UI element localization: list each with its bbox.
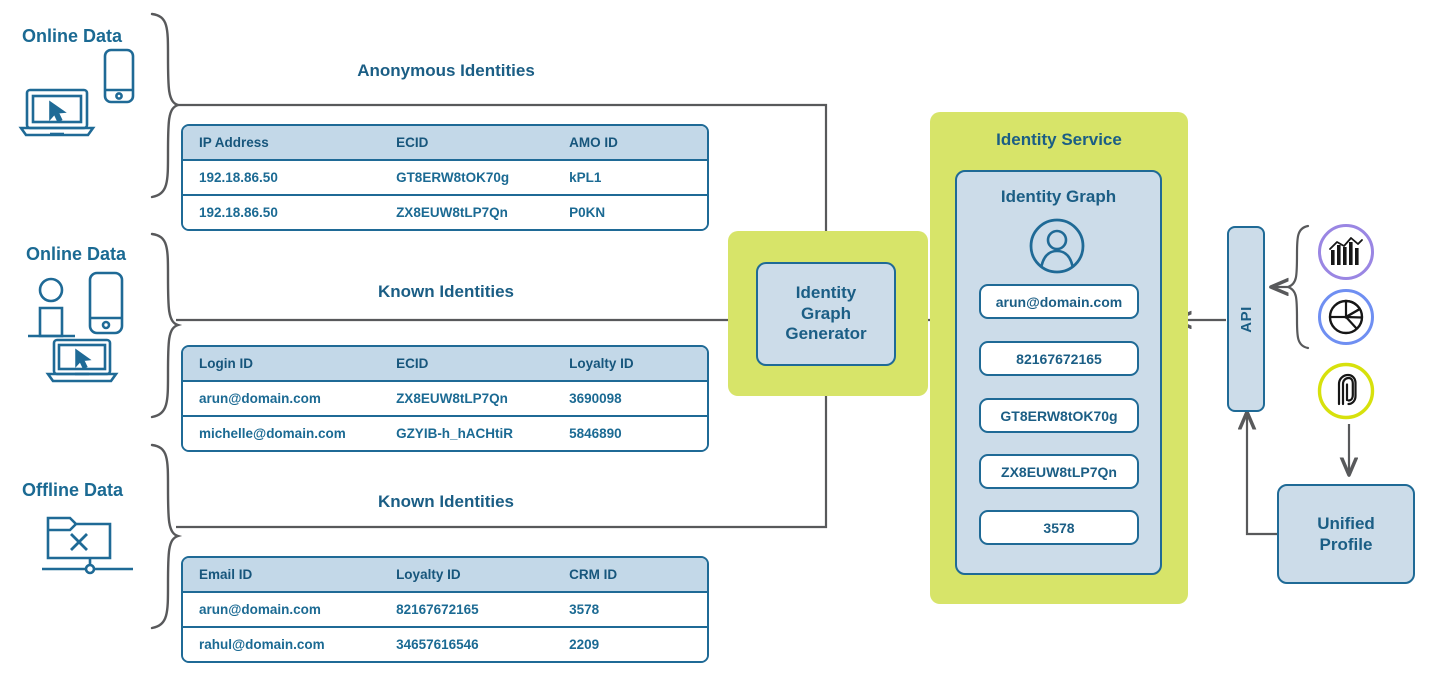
table-cell: 3690098: [553, 381, 707, 417]
flow-title-anonymous-identities: Anonymous Identities: [357, 61, 535, 80]
source-icons-group-1: [18, 48, 140, 138]
generator-line-1: Identity: [795, 282, 857, 302]
identity-pill-label: GT8ERW8tOK70g: [1000, 407, 1118, 424]
table-cell: GT8ERW8tOK70g: [380, 160, 554, 196]
identity-graph-generator-box[interactable]: Identity Graph Generator: [756, 262, 896, 366]
table-cell: 192.18.86.50: [183, 195, 381, 229]
identity-graph-title: Identity Graph: [1000, 187, 1117, 206]
known-identities-online-table[interactable]: Login ID ECID Loyalty ID arun@domain.com…: [181, 345, 709, 452]
table-cell: ZX8EUW8tLP7Qn: [380, 195, 554, 229]
identity-pill-label: arun@domain.com: [995, 293, 1123, 310]
table-header-row: IP Address ECID AMO ID: [183, 126, 707, 161]
api-label: API: [1237, 305, 1255, 333]
table-row[interactable]: michelle@domain.com GZYIB-h_hACHtiR 5846…: [183, 416, 707, 450]
identity-pill[interactable]: 82167672165: [979, 341, 1139, 376]
identity-service-title: Identity Service: [996, 130, 1122, 149]
offline-folder-icon: [42, 516, 133, 575]
identity-pill-label: 82167672165: [1016, 350, 1102, 367]
table-cell: arun@domain.com: [183, 592, 381, 628]
source-icons-group-2: [20, 268, 145, 388]
unified-profile-label: Unified Profile: [1317, 513, 1375, 556]
table-header-row: Email ID Loyalty ID CRM ID: [183, 558, 707, 593]
identity-pill-label: ZX8EUW8tLP7Qn: [1001, 463, 1117, 480]
pie-chart-icon[interactable]: [1317, 288, 1375, 346]
person-icon: [28, 277, 75, 338]
table-cell: arun@domain.com: [183, 381, 381, 417]
table-cell: rahul@domain.com: [183, 627, 381, 661]
flow-title-known-identities-online: Known Identities: [378, 282, 514, 301]
analytics-bar-chart-icon[interactable]: [1317, 223, 1375, 281]
anonymous-identities-table[interactable]: IP Address ECID AMO ID 192.18.86.50 GT8E…: [181, 124, 709, 231]
column-header: Loyalty ID: [380, 558, 554, 593]
source-icons-group-3: [42, 508, 135, 593]
target-audience-icon[interactable]: [1317, 362, 1375, 420]
unified-profile-line-1: Unified: [1317, 513, 1375, 533]
table-row[interactable]: 192.18.86.50 ZX8EUW8tLP7Qn P0KN: [183, 195, 707, 229]
table-cell: 5846890: [553, 416, 707, 450]
brace-group-2: [150, 232, 183, 419]
column-header: Email ID: [183, 558, 381, 593]
column-header: Loyalty ID: [553, 347, 707, 382]
source-label-online-data-1: Online Data: [22, 26, 123, 46]
brace-group-3: [150, 443, 183, 630]
table-row[interactable]: arun@domain.com 82167672165 3578: [183, 592, 707, 628]
unified-profile-box[interactable]: Unified Profile: [1277, 484, 1415, 584]
table-row[interactable]: 192.18.86.50 GT8ERW8tOK70g kPL1: [183, 160, 707, 196]
identity-pill[interactable]: 3578: [979, 510, 1139, 545]
table-header-row: Login ID ECID Loyalty ID: [183, 347, 707, 382]
table-cell: P0KN: [553, 195, 707, 229]
source-label-offline-data: Offline Data: [22, 480, 124, 500]
column-header: CRM ID: [553, 558, 707, 593]
source-label-online-data-2: Online Data: [26, 244, 127, 264]
table-cell: kPL1: [553, 160, 707, 196]
identity-pill[interactable]: GT8ERW8tOK70g: [979, 398, 1139, 433]
table-cell: 2209: [553, 627, 707, 661]
column-header: ECID: [380, 126, 554, 161]
table-cell: 34657616546: [380, 627, 554, 661]
column-header: AMO ID: [553, 126, 707, 161]
known-identities-offline-table[interactable]: Email ID Loyalty ID CRM ID arun@domain.c…: [181, 556, 709, 663]
mobile-phone-icon: [103, 48, 135, 104]
table-cell: 192.18.86.50: [183, 160, 381, 196]
identity-pill[interactable]: ZX8EUW8tLP7Qn: [979, 454, 1139, 489]
table-row[interactable]: arun@domain.com ZX8EUW8tLP7Qn 3690098: [183, 381, 707, 417]
table-row[interactable]: rahul@domain.com 34657616546 2209: [183, 627, 707, 661]
user-avatar-icon: [1028, 217, 1086, 275]
column-header: Login ID: [183, 347, 381, 382]
column-header: ECID: [380, 347, 554, 382]
generator-label: Identity Graph Generator: [785, 283, 866, 345]
generator-line-3: Generator: [785, 324, 867, 344]
identity-pill[interactable]: arun@domain.com: [979, 284, 1139, 319]
flow-title-known-identities-offline: Known Identities: [378, 492, 514, 511]
unified-profile-line-2: Profile: [1319, 535, 1373, 554]
identity-pill-label: 3578: [1043, 519, 1075, 536]
generator-line-2: Graph: [800, 303, 852, 323]
laptop-cursor-icon: [18, 88, 96, 137]
column-header: IP Address: [183, 126, 381, 161]
table-cell: 3578: [553, 592, 707, 628]
api-box[interactable]: API: [1227, 226, 1265, 412]
table-cell: 82167672165: [380, 592, 554, 628]
laptop-cursor-icon: [45, 338, 119, 383]
table-cell: ZX8EUW8tLP7Qn: [380, 381, 554, 417]
table-cell: GZYIB-h_hACHtiR: [380, 416, 554, 450]
mobile-phone-icon: [88, 271, 124, 335]
table-cell: michelle@domain.com: [183, 416, 381, 450]
